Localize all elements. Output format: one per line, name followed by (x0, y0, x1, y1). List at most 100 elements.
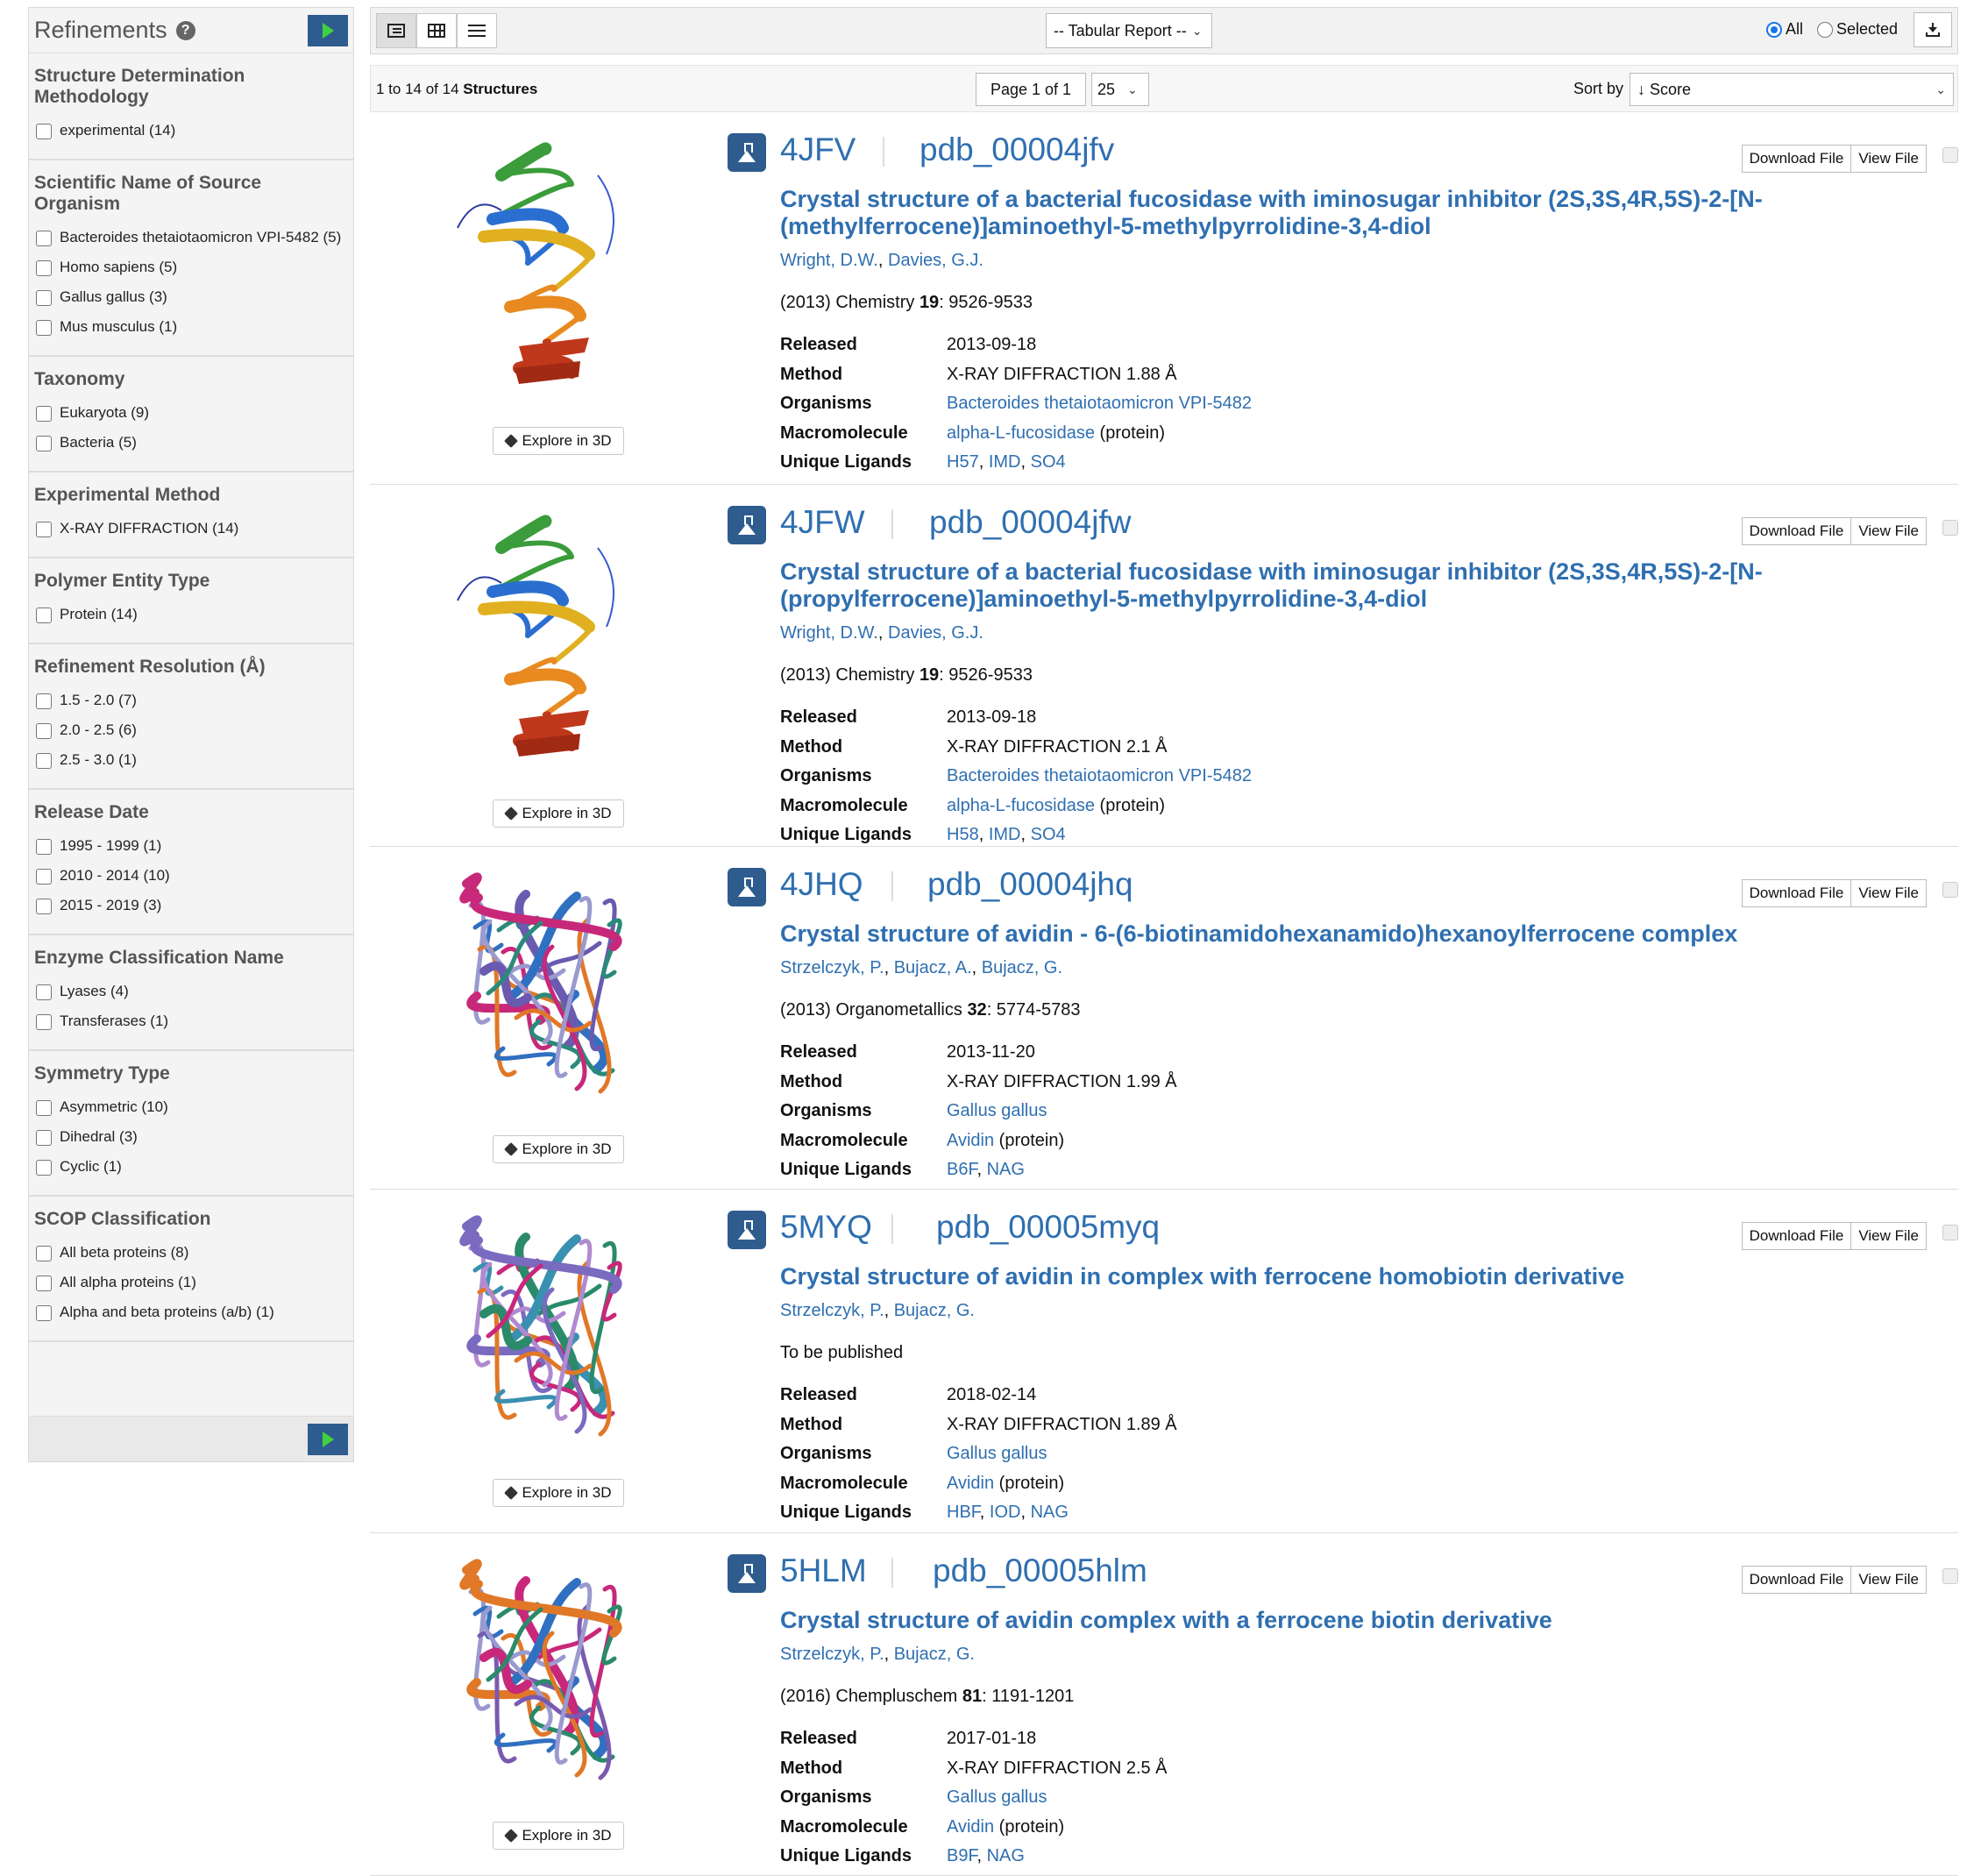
refinement-option[interactable]: experimental (14) (34, 120, 348, 140)
ligand-link[interactable]: B9F (947, 1846, 977, 1865)
checkbox[interactable] (36, 260, 52, 276)
ligand-link[interactable]: SO4 (1030, 452, 1066, 472)
refinement-option[interactable]: 1.5 - 2.0 (7) (34, 690, 348, 710)
organism-link[interactable]: Gallus gallus (947, 1101, 1047, 1120)
download-file-button[interactable]: Download File (1741, 1566, 1852, 1594)
view-file-button[interactable]: View File (1851, 1222, 1927, 1250)
checkbox[interactable] (36, 1246, 52, 1261)
author-link[interactable]: Strzelczyk, P. (780, 1301, 884, 1320)
organism-link[interactable]: Bacteroides thetaiotaomicron VPI-5482 (947, 394, 1252, 413)
checkbox[interactable] (36, 1160, 52, 1176)
explore-in-3d-button[interactable]: Explore in 3D (493, 427, 624, 455)
refinement-option[interactable]: 2.5 - 3.0 (1) (34, 750, 348, 770)
author-link[interactable]: Bujacz, G. (893, 1645, 975, 1664)
structure-title-link[interactable]: Crystal structure of a bacterial fucosid… (780, 186, 1763, 239)
refinement-option[interactable]: 2015 - 2019 (3) (34, 895, 348, 915)
explore-in-3d-button[interactable]: Explore in 3D (493, 1479, 624, 1507)
checkbox[interactable] (36, 869, 52, 885)
refinement-option[interactable]: Eukaryota (9) (34, 402, 348, 423)
checkbox[interactable] (36, 1100, 52, 1116)
explore-in-3d-button[interactable]: Explore in 3D (493, 1135, 624, 1163)
author-link[interactable]: Strzelczyk, P. (780, 958, 884, 977)
extended-pdb-id-link[interactable]: pdb_00004jfw (929, 504, 1132, 540)
select-result-checkbox[interactable] (1942, 882, 1958, 898)
refinement-option[interactable]: Mus musculus (1) (34, 316, 348, 337)
report-select[interactable]: -- Tabular Report --⌄ (1046, 13, 1212, 48)
ligand-link[interactable]: IOD (989, 1503, 1021, 1522)
structure-title-link[interactable]: Crystal structure of avidin - 6-(6-bioti… (780, 920, 1738, 947)
select-result-checkbox[interactable] (1942, 1568, 1958, 1584)
ligand-link[interactable]: IMD (988, 825, 1021, 844)
structure-image[interactable] (440, 495, 650, 758)
structure-image[interactable] (440, 123, 650, 386)
extended-pdb-id-link[interactable]: pdb_00005hlm (933, 1553, 1147, 1588)
checkbox[interactable] (36, 1130, 52, 1146)
ligand-link[interactable]: H57 (947, 452, 979, 472)
refinement-option[interactable]: Bacteria (5) (34, 432, 348, 452)
checkbox[interactable] (36, 1014, 52, 1030)
gallery-view-button[interactable] (416, 13, 457, 48)
author-link[interactable]: Wright, D.W. (780, 251, 878, 270)
checkbox[interactable] (36, 231, 52, 246)
page-indicator[interactable]: Page 1 of 1 (976, 73, 1086, 106)
author-link[interactable]: Strzelczyk, P. (780, 1645, 884, 1664)
macromolecule-link[interactable]: alpha-L-fucosidase (947, 795, 1095, 815)
refinement-option[interactable]: Homo sapiens (5) (34, 257, 348, 277)
extended-pdb-id-link[interactable]: pdb_00004jhq (927, 866, 1133, 902)
checkbox[interactable] (36, 406, 52, 422)
ligand-link[interactable]: HBF (947, 1503, 980, 1522)
download-file-button[interactable]: Download File (1741, 879, 1852, 907)
pdb-id-link[interactable]: 5HLM (780, 1553, 867, 1588)
help-icon[interactable]: ? (175, 20, 195, 40)
refinement-option[interactable]: Lyases (4) (34, 981, 348, 1001)
author-link[interactable]: Davies, G.J. (888, 623, 983, 643)
select-result-checkbox[interactable] (1942, 147, 1958, 163)
explore-in-3d-button[interactable]: Explore in 3D (493, 799, 624, 828)
author-link[interactable]: Wright, D.W. (780, 623, 878, 643)
structure-title-link[interactable]: Crystal structure of avidin in complex w… (780, 1263, 1625, 1290)
structure-title-link[interactable]: Crystal structure of a bacterial fucosid… (780, 558, 1763, 612)
organism-link[interactable]: Gallus gallus (947, 1787, 1047, 1807)
macromolecule-link[interactable]: Avidin (947, 1473, 995, 1493)
checkbox[interactable] (36, 753, 52, 769)
author-link[interactable]: Bujacz, G. (893, 1301, 975, 1320)
organism-link[interactable]: Bacteroides thetaiotaomicron VPI-5482 (947, 766, 1252, 785)
checkbox[interactable] (36, 984, 52, 1000)
view-file-button[interactable]: View File (1851, 1566, 1927, 1594)
ligand-link[interactable]: IMD (988, 452, 1021, 472)
apply-refinements-button[interactable] (308, 15, 348, 46)
checkbox[interactable] (36, 723, 52, 739)
select-result-checkbox[interactable] (1942, 1225, 1958, 1240)
checkbox[interactable] (36, 124, 52, 139)
checkbox[interactable] (36, 1305, 52, 1321)
explore-in-3d-button[interactable]: Explore in 3D (493, 1822, 624, 1850)
ligand-link[interactable]: SO4 (1030, 825, 1066, 844)
macromolecule-link[interactable]: Avidin (947, 1816, 995, 1837)
ligand-link[interactable]: NAG (986, 1160, 1025, 1179)
apply-refinements-bottom-button[interactable] (308, 1424, 348, 1455)
macromolecule-link[interactable]: alpha-L-fucosidase (947, 423, 1095, 443)
pdb-id-link[interactable]: 5MYQ (780, 1209, 872, 1245)
checkbox[interactable] (36, 320, 52, 336)
author-link[interactable]: Davies, G.J. (888, 251, 983, 270)
checkbox[interactable] (36, 899, 52, 914)
ligand-link[interactable]: NAG (986, 1846, 1025, 1865)
summary-view-button[interactable] (376, 13, 416, 48)
refinement-option[interactable]: Gallus gallus (3) (34, 287, 348, 307)
select-all-radio[interactable]: All (1766, 20, 1803, 39)
ligand-link[interactable]: B6F (947, 1160, 977, 1179)
refinement-option[interactable]: Protein (14) (34, 604, 348, 624)
ligand-link[interactable]: NAG (1030, 1503, 1069, 1522)
checkbox[interactable] (36, 436, 52, 451)
refinement-option[interactable]: 1995 - 1999 (1) (34, 835, 348, 856)
download-file-button[interactable]: Download File (1741, 145, 1852, 173)
checkbox[interactable] (36, 522, 52, 537)
structure-image[interactable] (440, 1200, 650, 1463)
checkbox[interactable] (36, 1276, 52, 1291)
organism-link[interactable]: Gallus gallus (947, 1444, 1047, 1463)
checkbox[interactable] (36, 693, 52, 709)
extended-pdb-id-link[interactable]: pdb_00004jfv (919, 131, 1115, 167)
macromolecule-link[interactable]: Avidin (947, 1130, 995, 1150)
refinement-option[interactable]: 2.0 - 2.5 (6) (34, 720, 348, 740)
refinement-option[interactable]: Asymmetric (10) (34, 1097, 348, 1117)
